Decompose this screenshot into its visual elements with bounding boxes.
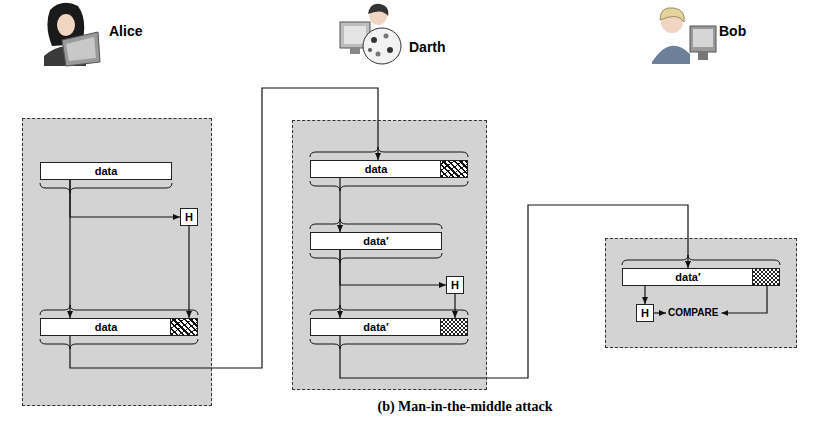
flow-arrow (340, 250, 446, 285)
hash-function-box: H (636, 304, 654, 322)
flow-arrow (188, 226, 189, 318)
brace (310, 305, 468, 315)
brace (622, 255, 780, 265)
hash-code (752, 269, 779, 285)
alice-figure (44, 3, 100, 66)
message-text: data′ (363, 321, 388, 333)
hash-code (170, 319, 197, 335)
message-text: data (95, 165, 118, 177)
hash-symbol: H (451, 279, 459, 291)
brace (310, 253, 442, 263)
hash-symbol: H (185, 211, 193, 223)
message-box: data (40, 318, 198, 336)
brace (40, 305, 198, 315)
hash-code (440, 161, 467, 177)
figure-caption: (b) Man-in-the-middle attack (378, 399, 553, 415)
pointer-arrow (721, 286, 767, 313)
party-name: Bob (719, 23, 746, 39)
brace (310, 147, 468, 157)
party-panel: AlicedataHdata (22, 118, 212, 406)
message-text: data (95, 321, 118, 333)
message-box: data′ (310, 232, 442, 250)
party-name: Darth (409, 39, 446, 55)
message-box: data (40, 162, 172, 180)
flow-arrow (340, 205, 688, 378)
pointer-arrow (654, 312, 666, 313)
hash-function-box: H (446, 276, 464, 294)
flow-arrow (339, 250, 340, 318)
message-text: data′ (675, 271, 700, 283)
brace (310, 181, 468, 191)
party-name: Alice (109, 23, 142, 39)
bob-figure (652, 8, 716, 64)
darth-figure (340, 4, 401, 64)
brace (40, 183, 172, 193)
panel-ground (605, 238, 797, 348)
message-text: data′ (363, 235, 388, 247)
flow-arrow (454, 294, 455, 318)
message-text: data (365, 163, 388, 175)
hash-symbol: H (641, 307, 649, 319)
party-panel: Bobdata′H (605, 238, 797, 348)
flow-arrow (644, 286, 645, 304)
panel-ground (292, 120, 487, 390)
hash-code (440, 319, 467, 335)
flow-arrow (70, 180, 180, 217)
flow-arrow (339, 178, 340, 232)
brace (310, 339, 468, 349)
message-box: data′ (622, 268, 780, 286)
compare-label: COMPARE (668, 307, 718, 319)
party-panel: Darthdatadata′Hdata′ (292, 120, 487, 390)
brace (310, 219, 442, 229)
panel-ground (22, 118, 212, 406)
hash-function-box: H (180, 208, 198, 226)
message-box: data (310, 160, 468, 178)
brace (40, 339, 198, 349)
message-box: data′ (310, 318, 468, 336)
